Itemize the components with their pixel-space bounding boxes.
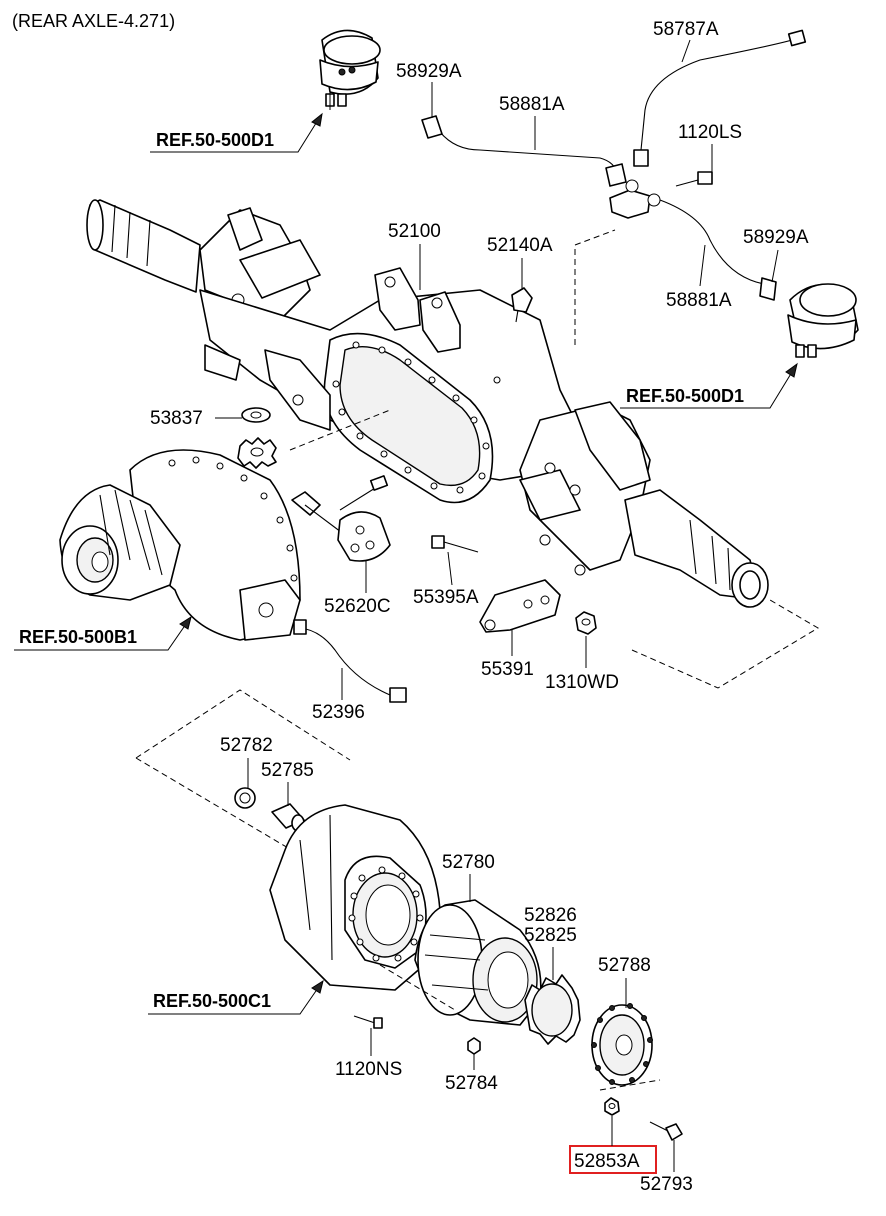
nut-52784-illustration [467,1037,481,1055]
part-label-52784[interactable]: 52784 [445,1073,498,1094]
hidden-line [289,409,391,451]
part-label-58929A-top[interactable]: 58929A [396,61,462,82]
ref-callout-drum[interactable]: REF.50-500C1 [148,979,324,1015]
bolt-1120NS-illustration [353,1015,383,1029]
hub-52780-illustration [414,899,542,1026]
bracket-55391-illustration [479,579,561,633]
differential-carrier-illustration [59,449,301,641]
part-label-52793[interactable]: 52793 [640,1174,693,1195]
air-hose-58881A-right-illustration [659,199,777,301]
ref-callout-differential[interactable]: REF.50-500B1 [14,615,192,651]
hidden-line [379,964,456,1011]
hidden-line [135,757,301,856]
diagram-header: (REAR AXLE-4.271) [12,11,175,31]
part-label-52785[interactable]: 52785 [261,760,314,781]
part-label-52782[interactable]: 52782 [220,735,273,756]
leader-line [771,249,779,283]
part-label-52140A[interactable]: 52140A [487,235,553,256]
part-label-58881A-right[interactable]: 58881A [666,290,732,311]
brake-chamber-right-illustration [787,283,859,358]
part-label-52853A[interactable]: 52853A [574,1151,640,1172]
brake-drum-illustration [269,804,441,991]
hidden-line [574,229,616,345]
hidden-line [135,689,351,761]
ref-callout-top-left[interactable]: REF.50-500D1 [150,112,323,153]
part-label-52620C[interactable]: 52620C [324,596,391,617]
ref-label[interactable]: REF.50-500D1 [156,130,274,150]
hub-cover-52788-illustration [591,1003,653,1086]
part-label-1310WD[interactable]: 1310WD [545,672,619,693]
part-label-52780[interactable]: 52780 [442,852,495,873]
part-label-1120NS[interactable]: 1120NS [335,1059,402,1080]
gear-52825-illustration [524,974,581,1045]
hidden-line [631,599,819,689]
leader-line [447,551,453,586]
ref-label[interactable]: REF.50-500D1 [626,386,744,406]
air-hose-58787A-illustration [633,29,807,167]
side-gear-illustration [237,437,277,469]
highlighted-part-callout[interactable]: 52853A [569,1145,657,1174]
ref-label[interactable]: REF.50-500C1 [153,991,271,1011]
part-label-53837[interactable]: 53837 [150,408,203,429]
bolt-52793-illustration [649,1121,683,1141]
part-label-55391[interactable]: 55391 [481,659,534,680]
part-label-55395A[interactable]: 55395A [413,587,479,608]
actuator-52620C-illustration [291,475,391,562]
leader-line [699,244,706,287]
part-label-52788[interactable]: 52788 [598,955,651,976]
nut-1310WD-illustration [575,611,597,635]
hidden-line [599,1079,661,1091]
part-label-58881A-top[interactable]: 58881A [499,94,565,115]
bolt-55395A-illustration [431,535,479,553]
part-label-58929A-right[interactable]: 58929A [743,227,809,248]
leader-line [681,39,691,63]
hose-52396-illustration [293,619,407,703]
nut-52853A-illustration [604,1097,620,1116]
part-label-52396[interactable]: 52396 [312,702,365,723]
ref-label[interactable]: REF.50-500B1 [19,627,137,647]
bolt-1120LS-illustration [675,171,713,187]
part-label-52826[interactable]: 52826 [524,905,577,926]
part-label-52100[interactable]: 52100 [388,221,441,242]
highlight-box [569,1145,657,1174]
part-label-1120LS[interactable]: 1120LS [678,122,742,143]
axle-housing-52100-illustration [86,199,769,608]
part-label-58787A[interactable]: 58787A [653,19,719,40]
part-label-52825[interactable]: 52825 [524,925,577,946]
seal-52782-illustration [234,787,256,809]
bracket-illustration [609,179,661,219]
ref-callout-right[interactable]: REF.50-500D1 [620,362,798,409]
brake-chamber-top-illustration [319,29,381,107]
washer-53837-illustration [241,407,271,423]
air-hose-58881A-top-illustration [421,115,627,187]
